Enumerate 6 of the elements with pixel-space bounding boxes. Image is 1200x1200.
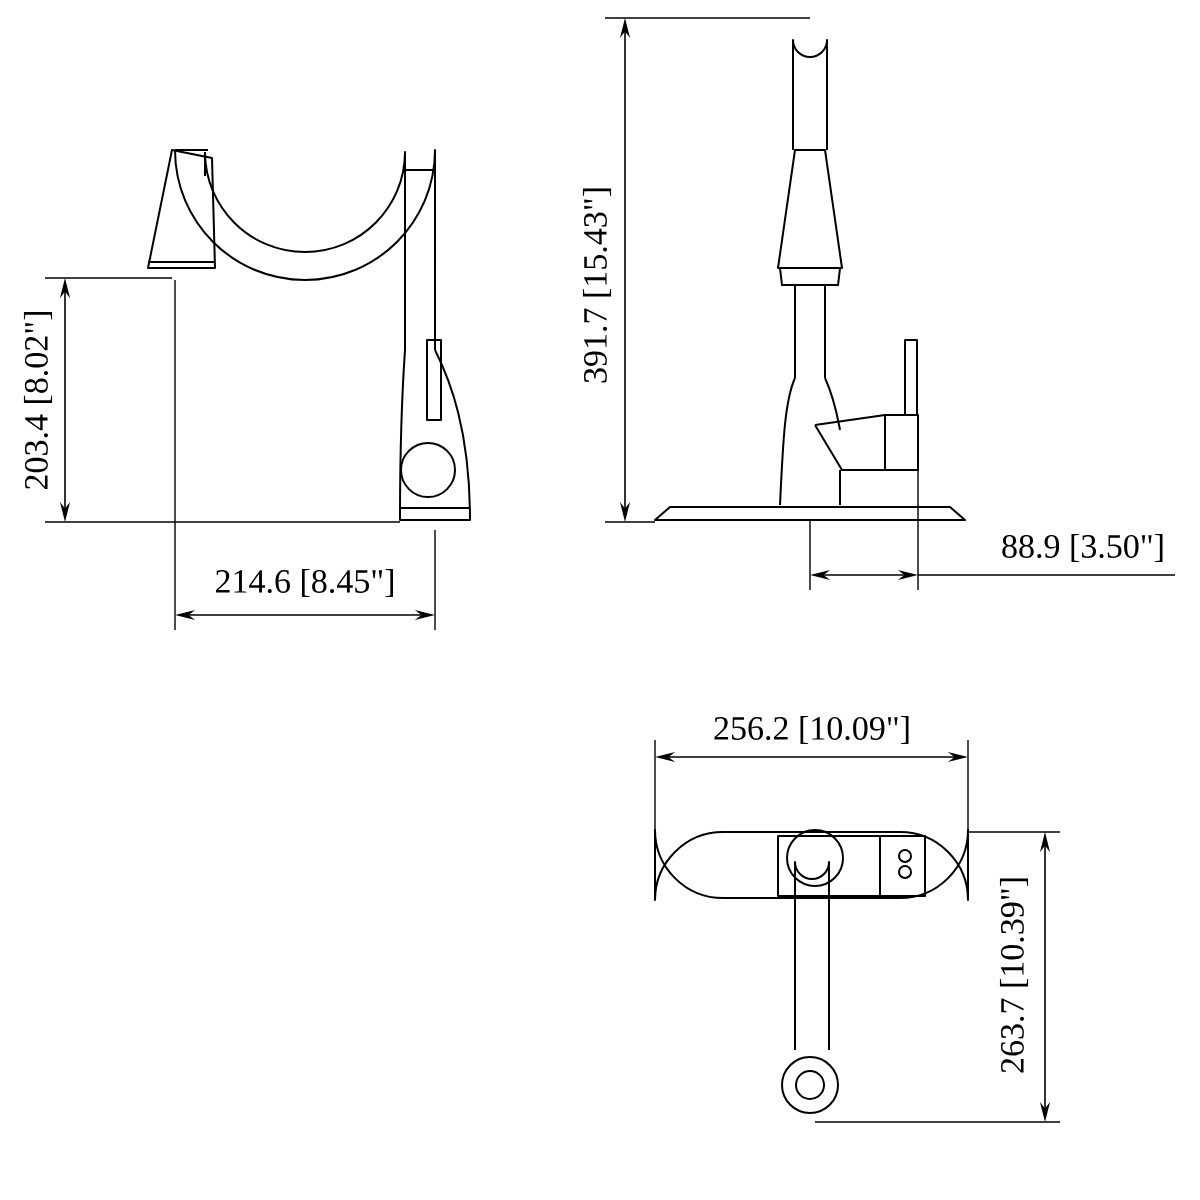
dimension-label: 391.7 [15.43"] — [582, 188, 612, 383]
dimension-label: 263.7 [10.39"] — [999, 878, 1029, 1073]
dimension-label: 203.4 [8.02"] — [23, 312, 53, 489]
dimension-label: 214.6 [8.45"] — [216, 568, 393, 598]
dimension-label: 88.9 [3.50"] — [1002, 533, 1163, 563]
dimension-label: 256.2 [10.09"] — [714, 715, 909, 745]
